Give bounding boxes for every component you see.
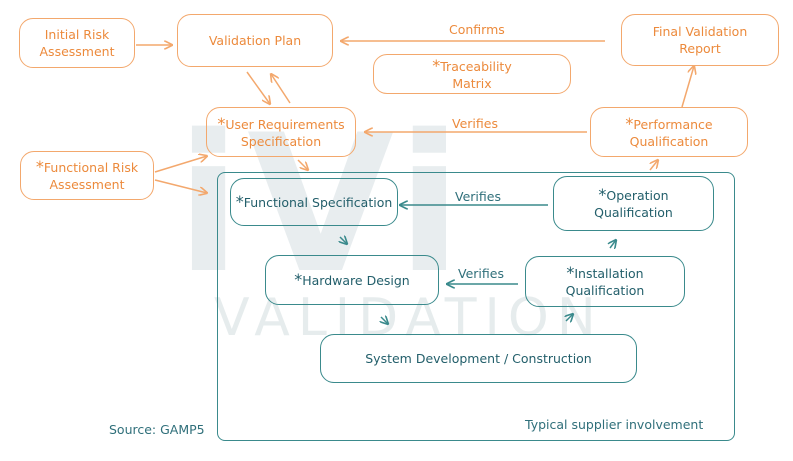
traceability-label: Traceability Matrix [440,58,512,91]
initial-risk-assessment-box: Initial Risk Assessment [19,18,135,68]
validation-plan-box: Validation Plan [177,14,333,67]
asterisk: * [625,113,634,133]
arrow-plan-to-urs [246,71,270,104]
arrow-hw-to-sd [381,317,388,324]
arrow-oq-to-pq [649,160,658,171]
arrow-risk-to-fs [154,179,207,193]
urs-label: User Requirements Specification [225,116,345,149]
functional-risk-assessment-text: *Functional Risk Assessment [21,158,153,193]
validation-plan-text: Validation Plan [208,33,302,48]
arrow-fs-to-hw [340,237,347,244]
asterisk: * [294,270,303,289]
arrow-urs-to-fs [297,159,308,170]
arrow-sd-to-iq [566,314,573,321]
installation-qualification-box: *Installation Qualification [525,256,685,307]
system-development-box: System Development / Construction [320,334,637,383]
arrow-pq-to-final [681,66,694,108]
operation-qualification-box: *Operation Qualification [553,176,714,231]
final-validation-report-text: Final Validation Report [652,24,748,56]
operation-qualification-text: *Operation Qualification [554,186,713,221]
functional-specification-text: *Functional Specification [236,193,393,211]
confirms-label: Confirms [449,22,505,37]
urs-box: *User Requirements Specification [206,107,356,157]
asterisk: * [598,185,607,204]
arrow-iq-to-oq [610,240,616,248]
performance-qualification-text: *Performance Qualification [591,115,747,150]
functional-risk-assessment-box: *Functional Risk Assessment [20,151,154,200]
installation-qualification-text: *Installation Qualification [526,264,684,299]
initial-risk-assessment-text: Initial Risk Assessment [39,27,115,59]
performance-qualification-box: *Performance Qualification [590,107,748,157]
installation-qualification-label: Installation Qualification [565,266,645,298]
functional-specification-box: *Functional Specification [230,178,398,226]
verifies-label-iq: Verifies [458,266,504,281]
hardware-design-text: *Hardware Design [294,271,409,289]
verifies-label-pq: Verifies [452,116,498,131]
urs-text: *User Requirements Specification [207,115,355,150]
asterisk: * [432,55,441,75]
traceability-matrix-text: *Traceability Matrix [374,57,570,92]
hardware-design-box: *Hardware Design [265,255,439,305]
hardware-design-label: Hardware Design [302,273,410,288]
final-validation-report-box: Final Validation Report [621,14,779,66]
system-development-text: System Development / Construction [365,351,592,366]
supplier-involvement-label: Typical supplier involvement [525,417,704,432]
traceability-matrix-box: *Traceability Matrix [373,54,571,94]
asterisk: * [35,157,44,176]
asterisk: * [235,192,244,211]
arrow-urs-to-plan [271,74,291,104]
performance-qualification-label: Performance Qualification [629,116,713,149]
functional-specification-label: Functional Specification [243,195,393,210]
asterisk: * [217,113,226,133]
operation-qualification-label: Operation Qualification [594,188,673,220]
arrow-risk-to-urs [154,156,207,173]
source-label: Source: GAMP5 [109,422,205,437]
verifies-label-oq: Verifies [455,189,501,204]
functional-risk-assessment-label: Functional Risk Assessment [43,160,139,192]
supplier-involvement-frame [217,172,735,441]
asterisk: * [566,263,575,282]
